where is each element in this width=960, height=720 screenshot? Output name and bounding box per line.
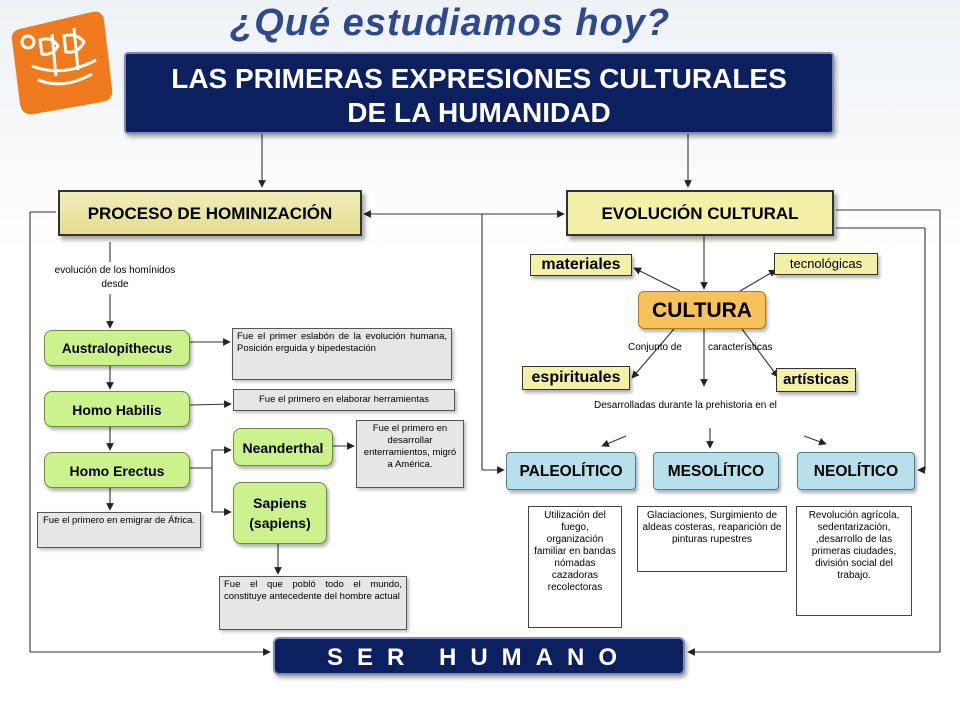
label-caracteristicas: características <box>708 342 773 353</box>
sapiens-note: Fue el que pobló todo el mundo, constitu… <box>219 576 407 630</box>
hominization-subtitle: evolución de los homínidos desde <box>54 265 176 290</box>
mesolitico-description: Glaciaciones, Surgimiento de aldeas cost… <box>637 506 787 572</box>
page-question: ¿Qué estudiamos hoy? <box>230 2 671 44</box>
sapiens-line2: (sapiens) <box>249 515 311 531</box>
neanderthal-node: Neanderthal <box>233 428 333 466</box>
homo-erectus-node: Homo Erectus <box>44 452 190 488</box>
cultura-node: CULTURA <box>638 291 766 329</box>
australopithecus-node: Australopithecus <box>44 330 190 366</box>
australopithecus-note: Fue el primer eslabón de la evolución hu… <box>232 328 452 380</box>
ship-logo-icon <box>11 11 113 115</box>
label-desarrolladas: Desarrolladas durante la prehistoria en … <box>594 400 777 411</box>
habilis-note: Fue el primero en elaborar herramientas <box>233 389 455 411</box>
period-paleolitico: PALEOLÍTICO <box>506 452 636 490</box>
main-title-box: LAS PRIMERAS EXPRESIONES CULTURALES DE L… <box>124 52 834 134</box>
main-title-line2: DE LA HUMANIDAD <box>347 97 611 128</box>
cultural-evolution-heading: EVOLUCIÓN CULTURAL <box>566 190 834 236</box>
neanderthal-note: Fue el primero en desarrollar enterramie… <box>356 420 464 488</box>
hominization-heading: PROCESO DE HOMINIZACIÓN <box>58 190 362 236</box>
sapiens-line1: Sapiens <box>253 495 307 511</box>
homo-habilis-node: Homo Habilis <box>44 391 190 427</box>
sapiens-node: Sapiens (sapiens) <box>233 482 327 544</box>
erectus-note: Fue el primero en emigrar de África. <box>37 512 201 548</box>
attribute-artisticas: artísticas <box>776 368 856 392</box>
attribute-materiales: materiales <box>530 254 632 276</box>
footer-human-today: SER HUMANO ACTUAL <box>273 637 685 709</box>
neolitico-description: Revolución agrícola, sedentarización, ,d… <box>796 506 912 616</box>
period-mesolitico: MESOLÍTICO <box>653 452 779 490</box>
attribute-espirituales: espirituales <box>522 366 630 390</box>
label-conjunto: Conjunto de <box>628 342 682 353</box>
attribute-tecnologicas: tecnológicas <box>774 253 878 275</box>
main-title-line1: LAS PRIMERAS EXPRESIONES CULTURALES <box>171 63 787 94</box>
period-neolitico: NEOLÍTICO <box>797 452 915 490</box>
paleolitico-description: Utilización del fuego, organización fami… <box>528 506 622 628</box>
